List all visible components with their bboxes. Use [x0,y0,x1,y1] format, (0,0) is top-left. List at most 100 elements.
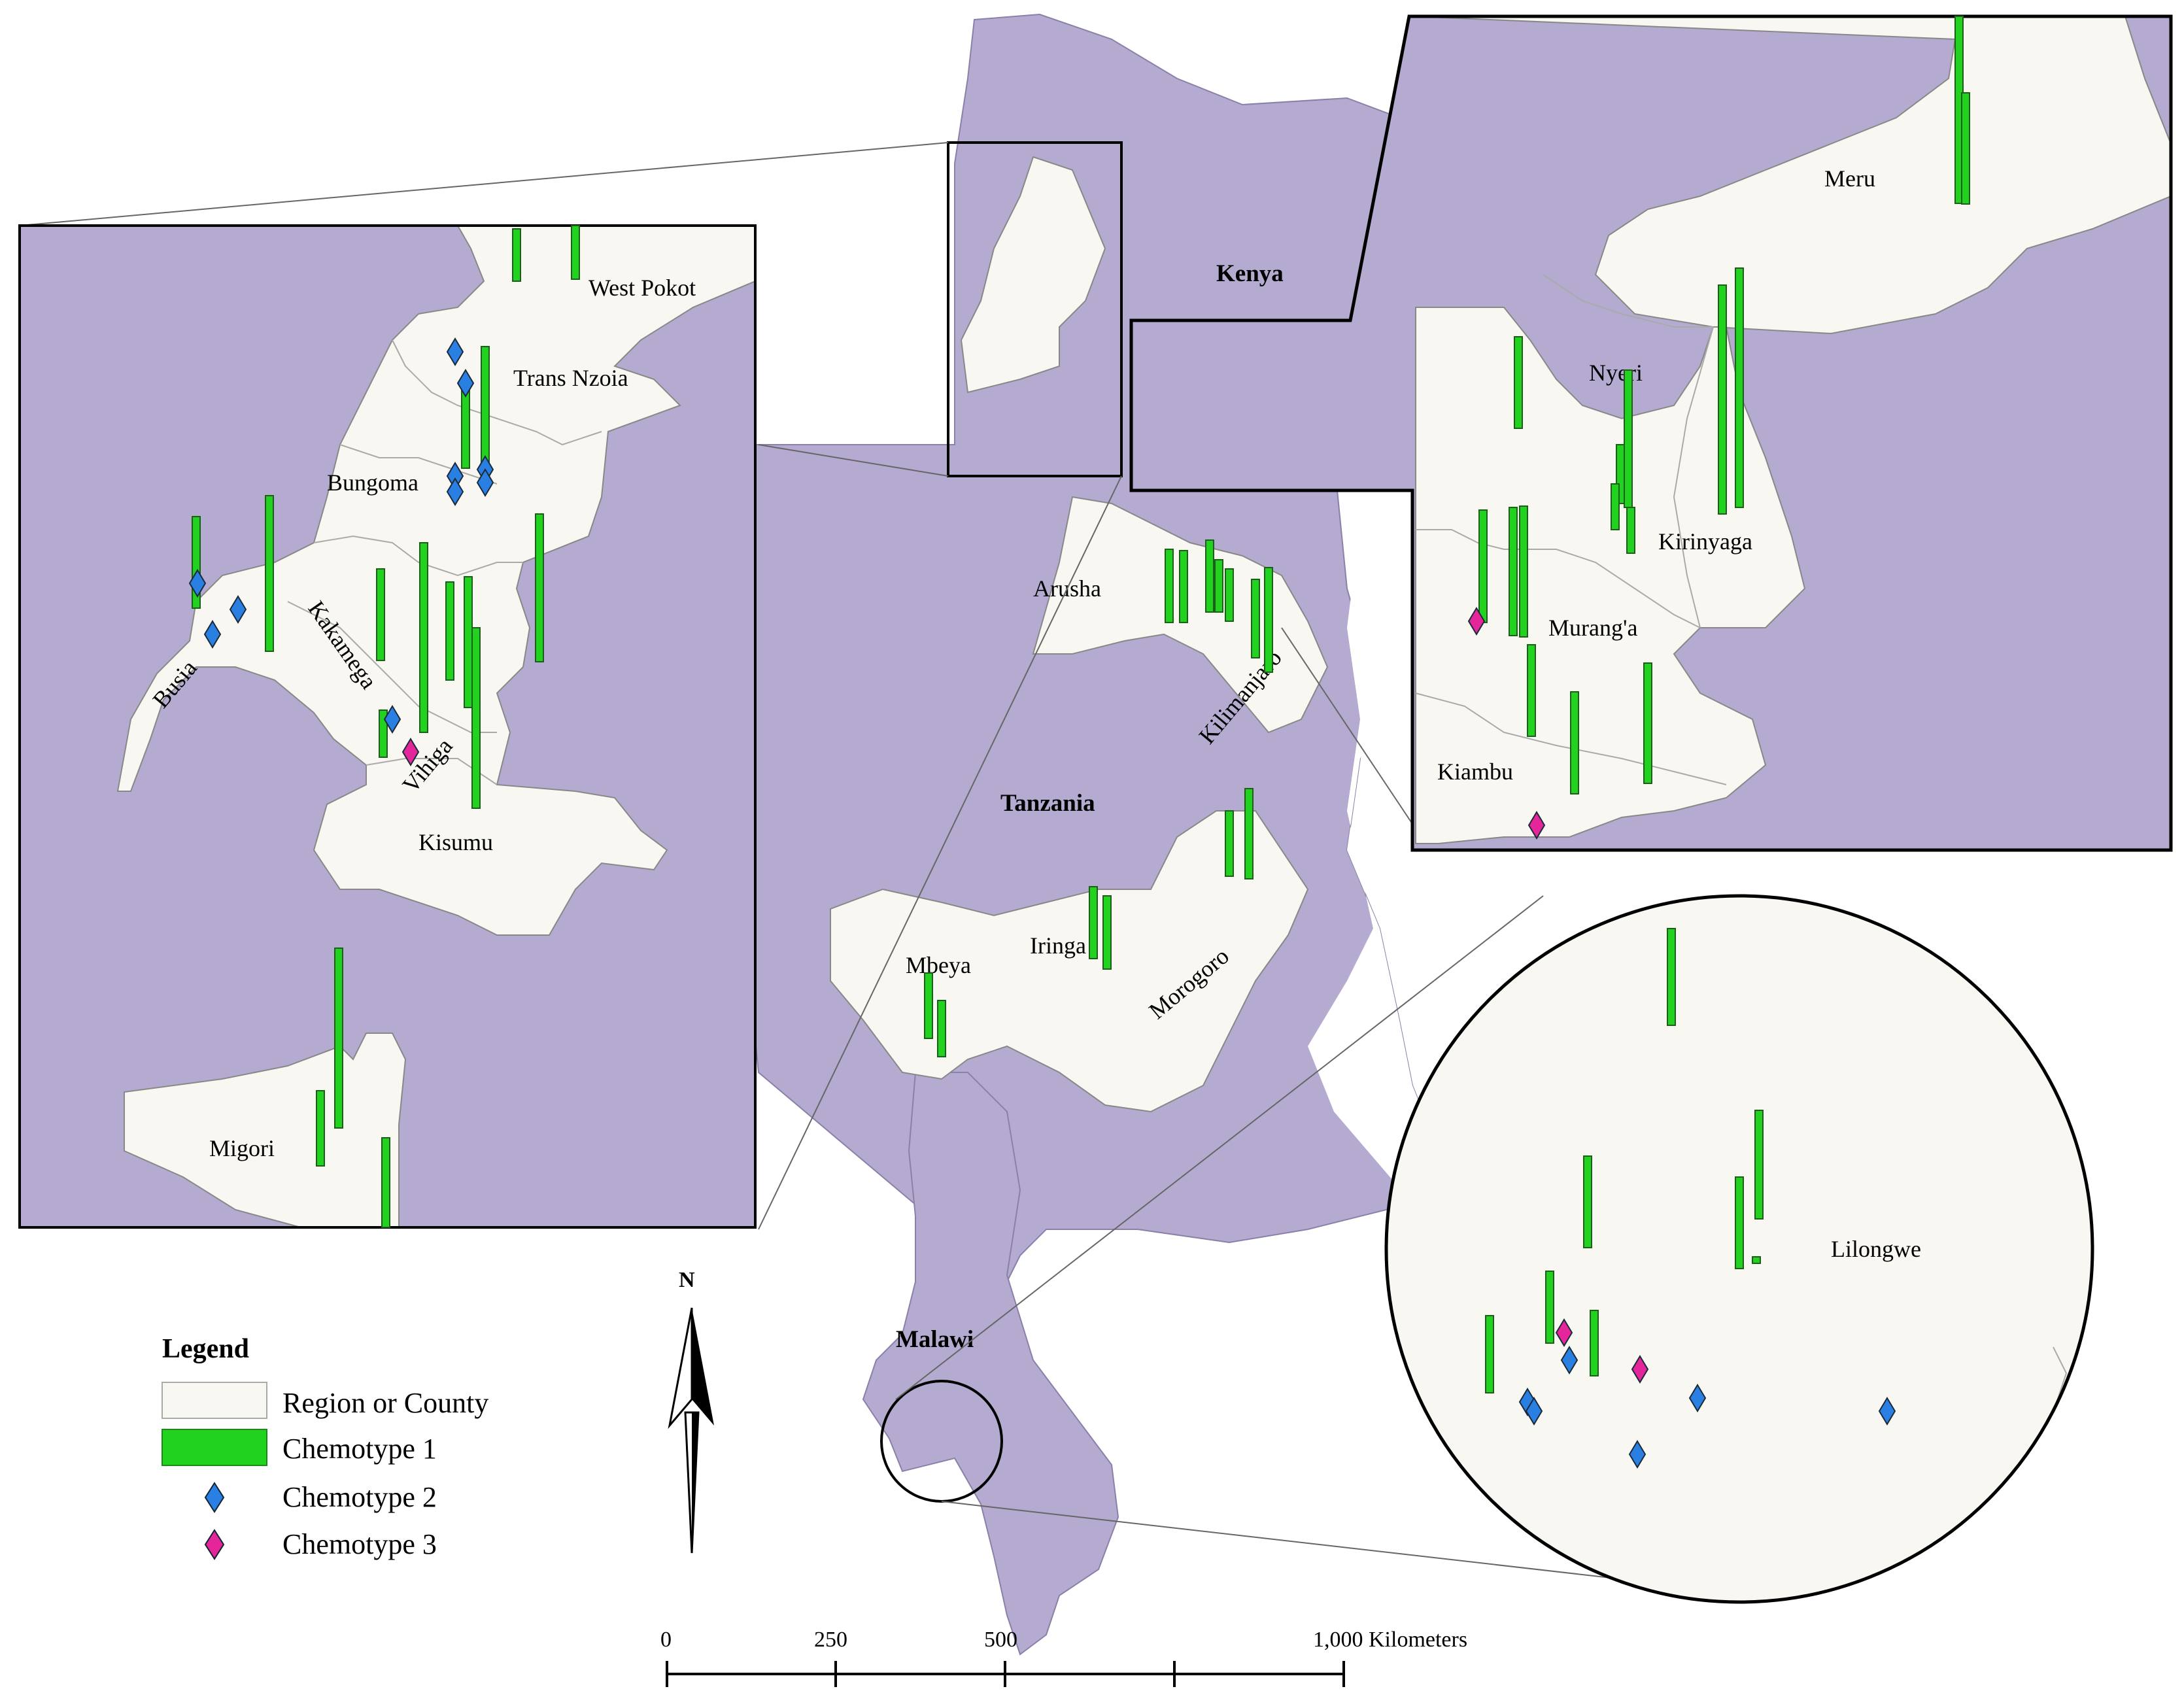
chemotype1-bar [419,542,428,733]
label-meru: Meru [1824,165,1875,192]
west-kenya-counties [116,226,755,936]
chemotype1-bar [1626,507,1635,554]
central-inset-chemotype-diamonds [1467,607,1546,840]
chemotype1-bar [535,513,544,662]
chemotype1-bar [1570,691,1579,794]
legend: Legend Region or County Chemotype 1 Chem… [162,1334,488,1560]
chemotype2-diamond-icon [1560,1346,1578,1375]
chemotype1-bar [1205,539,1214,613]
chemotype1-bar [1611,483,1620,530]
north-arrow: N [668,1268,714,1554]
chemotype1-bar [1478,509,1488,623]
chemotype2-diamond-icon [446,477,464,506]
label-west-pokot: West Pokot [589,275,696,301]
legend-chemotype2-diamond-icon [204,1482,225,1513]
scale-tick-0: 0 [660,1628,672,1652]
label-muranga: Murang'a [1548,615,1637,641]
county-boundary [1415,274,1727,785]
central-kenya-inset: Meru Nyeri Kirinyaga Murang'a Kiambu [1129,14,2173,852]
chemotype1-bar [1509,507,1518,636]
chemotype1-bar [1624,369,1633,508]
west-inset-chemotype-diamonds [188,337,494,766]
county-boundary [287,339,602,785]
chemotype1-bar [1718,284,1727,515]
legend-label-region: Region or County [282,1387,488,1419]
north-arrow-icon [692,1308,714,1426]
chemotype2-diamond-icon [383,705,401,734]
chemotype1-bar [1264,567,1273,673]
label-iringa: Iringa [1030,932,1086,959]
chemotype1-bar [512,228,521,282]
label-lilongwe: Lilongwe [1831,1236,1921,1262]
legend-region-swatch [162,1382,267,1419]
scale-tick-250: 250 [814,1628,847,1652]
west-inset-chemotype1-bars [192,225,580,1228]
chemotype2-diamond-icon [476,468,494,497]
north-arrow-tail-shade [692,1412,698,1553]
chemotype1-bar [1244,788,1254,880]
scale-tick-500: 500 [984,1628,1017,1652]
scale-bar: 0 250 500 1,000 Kilometers [660,1628,1467,1687]
chemotype2-diamond-icon [188,569,207,598]
label-migori: Migori [209,1135,275,1161]
chemotype2-diamond-icon [456,369,475,398]
north-arrow-icon-half [668,1307,693,1429]
meru-county [1412,16,2171,335]
malawi-inset-chemotype-diamonds [1518,1318,1896,1469]
chemotype1-bar [1961,92,1970,205]
chemotype1-bar [1590,1310,1599,1376]
chemotype1-bar [471,627,481,809]
chemotype1-bar [381,1137,390,1228]
main-map-chemotype1-bars [924,539,1273,1057]
legend-chemotype3-diamond-icon [204,1529,225,1560]
main-kenya-west-counties [960,156,1106,394]
indian-ocean [1308,314,1439,1308]
chemotype1-bar [1643,662,1652,784]
chemotype1-bar [1089,886,1098,959]
north-arrow-label: N [679,1268,695,1292]
label-bungoma: Bungoma [327,470,418,496]
label-kisumu: Kisumu [418,829,493,855]
chemotype1-bar [1179,550,1188,623]
label-tanzania: Tanzania [1000,790,1095,817]
chemotype1-bar [376,568,385,661]
chemotype1-bar [1754,1110,1764,1220]
connector-line [19,142,949,226]
legend-label-chemotype2: Chemotype 2 [282,1481,437,1513]
chemotype2-diamond-icon [1628,1440,1647,1469]
chemotype3-diamond-icon [1555,1318,1573,1347]
chemotype1-bar [1519,505,1528,638]
chemotype2-diamond-icon [1878,1397,1896,1426]
connector-line [758,444,949,477]
malawi-inset-chemotype1-bars [1485,928,1764,1393]
chemotype2-diamond-icon [1525,1397,1543,1426]
chemotype1-bar [571,225,580,280]
malawi-inset: Lilongwe [1384,894,2145,1604]
label-mbeya: Mbeya [906,952,971,978]
chemotype1-bar [937,1000,946,1057]
district-boundary [2092,1341,2145,1354]
chemotype1-bar [1752,1256,1761,1264]
chemotype1-bar [379,709,388,758]
chemotype1-bar [1214,559,1223,613]
chemotype3-diamond-icon [401,738,420,766]
legend-title: Legend [162,1334,249,1364]
chemotype1-bar [1735,267,1744,508]
legend-chemotype1-swatch [162,1429,267,1466]
chemotype1-bar [1165,549,1174,623]
chemotype1-bar [461,389,470,469]
connector-line [895,895,1544,1400]
chemotype1-bar [1485,1315,1494,1393]
chemotype1-bar [1527,644,1536,737]
legend-label-chemotype3: Chemotype 3 [282,1528,437,1560]
chemotype1-bar [924,972,933,1039]
chemotype1-bar [1225,568,1234,622]
scale-tick-1000: 1,000 Kilometers [1313,1628,1467,1652]
chemotype1-bar [1735,1176,1744,1269]
chemotype1-bar [265,495,274,652]
chemotype2-diamond-icon [1688,1384,1707,1412]
chemotype1-bar [1667,928,1676,1026]
chemotype3-diamond-icon [1467,607,1486,636]
